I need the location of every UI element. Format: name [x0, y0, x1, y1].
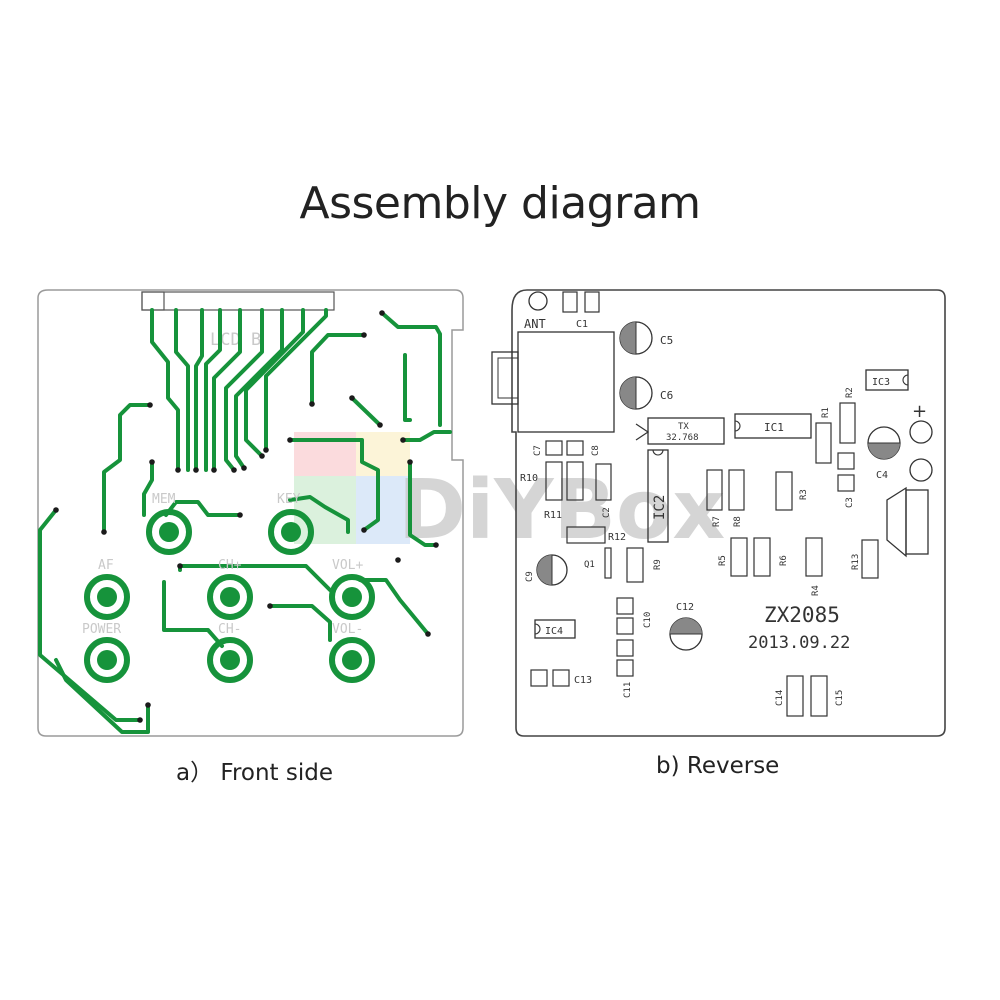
r9-label: R9	[653, 559, 663, 570]
key-label: KEY	[277, 492, 301, 507]
vol-minus-key-pad	[329, 637, 375, 683]
c2-label: C2	[602, 507, 612, 518]
c12-label: C12	[676, 602, 694, 613]
ch-plus-label: CH+	[218, 558, 242, 573]
af-label: AF	[98, 558, 114, 573]
r10-label: R10	[520, 473, 538, 484]
ic4-chip	[534, 619, 576, 639]
c12-capacitor	[669, 617, 703, 651]
plus-label: +	[912, 401, 927, 422]
date-label: 2013.09.22	[748, 633, 850, 653]
ant-label: ANT	[524, 317, 546, 331]
r4-label: R4	[811, 585, 821, 596]
r7-label: R7	[712, 516, 722, 527]
r13-label: R13	[851, 554, 861, 570]
reverse-caption: b) Reverse	[656, 753, 780, 779]
c1-label: C1	[576, 319, 588, 330]
power-key-pad	[84, 637, 130, 683]
c15-label: C15	[835, 690, 845, 706]
reverse-board: ANT C1 C5 C6 TX 32.768	[491, 289, 946, 737]
q1-label: Q1	[584, 560, 595, 570]
c10-label: C10	[643, 612, 653, 628]
ic2-label: IC2	[652, 495, 668, 520]
tx-freq-label: 32.768	[666, 433, 699, 443]
vol-plus-key-pad	[329, 574, 375, 620]
r6-label: R6	[779, 555, 789, 566]
ic2-chip	[647, 449, 669, 543]
mem-label: MEM	[152, 492, 176, 507]
c9-label: C9	[525, 571, 535, 582]
front-traces	[38, 308, 452, 734]
r5-label: R5	[718, 555, 728, 566]
ch-plus-key-pad	[207, 574, 253, 620]
front-side-caption: a） Front side	[176, 760, 334, 786]
front-side-board: LCD B	[37, 289, 464, 737]
c5-capacitor	[619, 321, 653, 355]
c11-label: C11	[623, 682, 633, 698]
vol-plus-label: VOL+	[332, 558, 363, 573]
c6-label: C6	[660, 389, 673, 402]
c9-capacitor	[536, 554, 568, 586]
reverse-board-outline	[511, 289, 946, 737]
ic1-label: IC1	[764, 421, 784, 434]
speaker-icon	[886, 486, 907, 558]
lcd-label: LCD B	[210, 330, 261, 350]
model-label: ZX2085	[764, 603, 840, 627]
ic3-label: IC3	[872, 377, 890, 388]
tx-crystal	[635, 417, 725, 445]
tx-label: TX	[678, 422, 689, 432]
c8-label: C8	[591, 445, 601, 456]
r1-label: R1	[821, 407, 831, 418]
battery-minus-pad	[909, 458, 933, 482]
power-label: POWER	[82, 622, 121, 637]
battery-plus-pad	[909, 420, 933, 444]
lcd-connector	[141, 291, 335, 311]
vol-minus-label: VOL-	[332, 622, 363, 637]
front-vias	[53, 310, 439, 723]
r11-label: R11	[544, 510, 562, 521]
antenna-pad	[528, 291, 548, 311]
c5-label: C5	[660, 334, 673, 347]
q1-transistor	[604, 547, 612, 579]
c4-capacitor	[867, 426, 901, 460]
headphone-jack	[491, 331, 615, 433]
c6-capacitor	[619, 376, 653, 410]
ic3-chip	[865, 369, 909, 391]
r12-label: R12	[608, 532, 626, 543]
c14-label: C14	[775, 690, 785, 706]
front-board-outline	[37, 289, 464, 737]
c3-label: C3	[845, 497, 855, 508]
c7-label: C7	[533, 445, 543, 456]
r3-label: R3	[799, 489, 809, 500]
ic1-chip	[734, 413, 812, 439]
ch-minus-label: CH-	[218, 622, 241, 637]
c4-label: C4	[876, 470, 888, 481]
af-key-pad	[84, 574, 130, 620]
mem-key-pad	[146, 509, 192, 555]
page-title: Assembly diagram	[299, 178, 701, 229]
ic4-label: IC4	[545, 626, 563, 637]
c13-label: C13	[574, 675, 592, 686]
ch-minus-key-pad	[207, 637, 253, 683]
r8-label: R8	[733, 516, 743, 527]
key-key-pad	[268, 509, 314, 555]
r2-label: R2	[845, 387, 855, 398]
